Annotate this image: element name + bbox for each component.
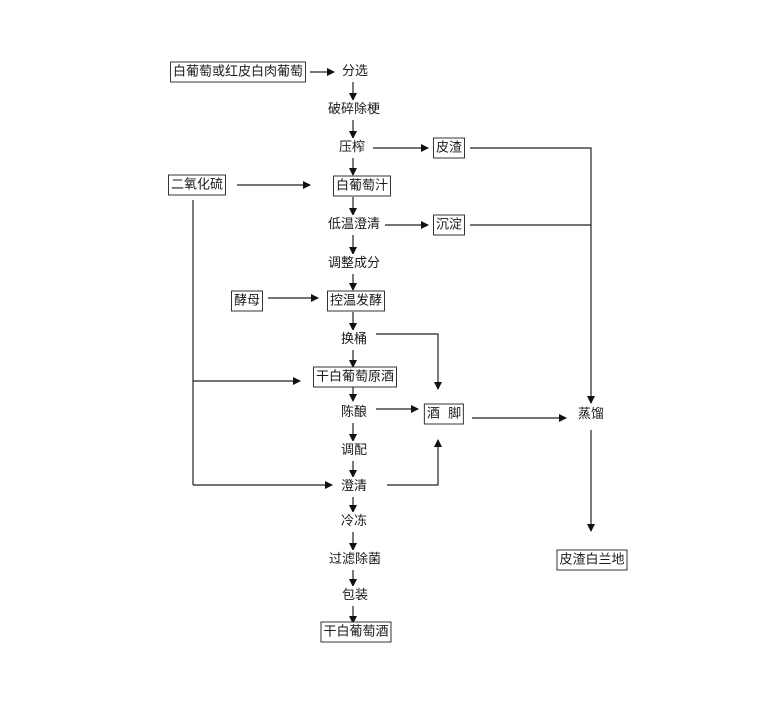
node-freezing: 冷冻 bbox=[338, 512, 370, 532]
node-ferment: 控温发酵 bbox=[326, 290, 386, 312]
node-packaging: 包装 bbox=[339, 586, 371, 606]
node-adjust: 调整成分 bbox=[325, 254, 383, 274]
node-dry-white-wine: 干白葡萄酒 bbox=[320, 621, 392, 643]
node-aging: 陈酿 bbox=[338, 403, 370, 423]
node-filter: 过滤除菌 bbox=[326, 550, 384, 570]
node-brandy: 皮渣白兰地 bbox=[556, 549, 628, 571]
node-sorting: 分选 bbox=[339, 62, 371, 82]
node-pressing: 压榨 bbox=[336, 138, 368, 158]
node-white-juice: 白葡萄汁 bbox=[332, 175, 392, 197]
arrow-racking-lees bbox=[376, 333, 442, 390]
node-so2: 二氧化硫 bbox=[167, 174, 227, 196]
node-racking: 换桶 bbox=[338, 330, 370, 350]
arrow-clarify-lees bbox=[387, 439, 442, 486]
arrow-pomace-distill bbox=[470, 147, 595, 404]
node-lees: 酒 脚 bbox=[423, 403, 465, 425]
node-pomace: 皮渣 bbox=[432, 137, 466, 159]
node-sediment: 沉淀 bbox=[432, 214, 466, 236]
node-clarify: 澄清 bbox=[338, 477, 370, 497]
node-grape-input: 白葡萄或红皮白肉葡萄 bbox=[169, 61, 307, 83]
node-blending: 调配 bbox=[338, 441, 370, 461]
node-base-wine: 干白葡萄原酒 bbox=[312, 366, 398, 388]
node-cold-clarify: 低温澄清 bbox=[325, 215, 383, 235]
node-yeast: 酵母 bbox=[230, 290, 264, 312]
node-crush-destem: 破碎除梗 bbox=[325, 100, 383, 120]
node-distill: 蒸馏 bbox=[575, 405, 607, 425]
